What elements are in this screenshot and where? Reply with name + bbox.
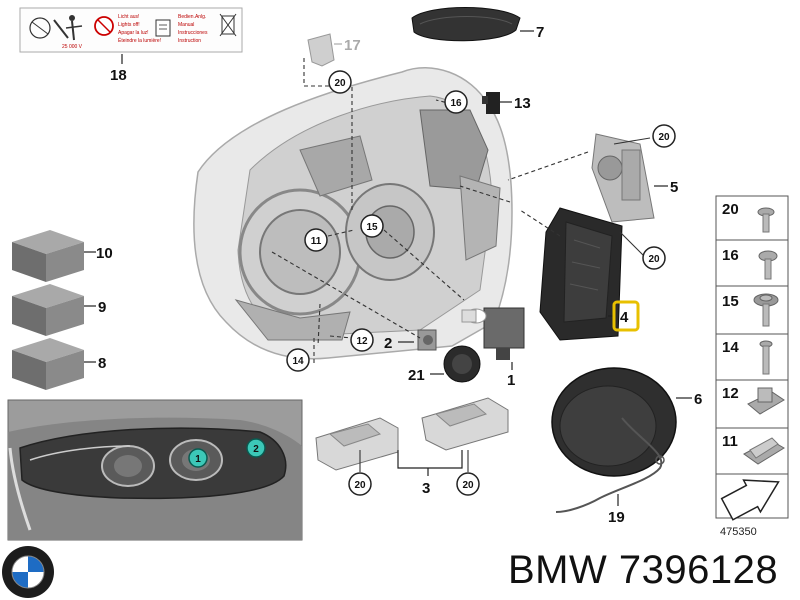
brand-part-title: BMW 7396128 bbox=[508, 548, 779, 592]
callout-20-driver-left-text: 20 bbox=[354, 480, 366, 491]
part-3-led-driver-left bbox=[315, 417, 399, 471]
catalog-number: 475350 bbox=[720, 526, 757, 538]
warning-text-1: Licht aus! bbox=[118, 14, 139, 20]
label-13: 13 bbox=[514, 95, 531, 112]
warning-text-7: Instrucciones bbox=[178, 30, 208, 36]
label-8: 8 bbox=[98, 355, 106, 372]
hardware-15: 15 bbox=[722, 293, 739, 310]
part-21-cap bbox=[443, 345, 481, 383]
bmw-logo bbox=[2, 546, 54, 598]
label-2: 2 bbox=[384, 335, 392, 352]
label-7: 7 bbox=[536, 24, 544, 41]
screw-14-icon bbox=[759, 340, 773, 375]
callout-20-top-text: 20 bbox=[334, 78, 346, 89]
part-13-connector bbox=[482, 92, 500, 114]
label-17: 17 bbox=[344, 37, 361, 54]
warning-text-8: Instruction bbox=[178, 38, 201, 44]
part-4-led-module bbox=[539, 207, 623, 341]
label-3: 3 bbox=[422, 480, 430, 497]
callout-20-control-unit-text: 20 bbox=[658, 132, 670, 143]
hardware-20: 20 bbox=[722, 201, 739, 218]
screw-16-icon bbox=[758, 250, 778, 280]
part-17-bracket bbox=[307, 33, 335, 67]
part-3-led-driver-right bbox=[421, 397, 509, 451]
warning-text-4: Éteindre la lumière! bbox=[118, 37, 161, 44]
label-5: 5 bbox=[670, 179, 678, 196]
cube-part-10 bbox=[12, 230, 84, 282]
inset-marker-1-text: 1 bbox=[195, 454, 201, 465]
label-6: 6 bbox=[694, 391, 702, 408]
warning-text-5: Bedien.Anlg. bbox=[178, 14, 206, 20]
inset-marker-2: 2 bbox=[246, 438, 266, 458]
hardware-14: 14 bbox=[722, 339, 739, 356]
callout-15-text: 15 bbox=[366, 222, 378, 233]
leader-lines bbox=[271, 58, 589, 364]
arrow-shape-icon bbox=[720, 479, 780, 521]
callout-11-text: 11 bbox=[311, 236, 322, 247]
label-9: 9 bbox=[98, 299, 106, 316]
part-1-bulb-module bbox=[461, 307, 525, 360]
cube-part-8 bbox=[12, 338, 84, 390]
hardware-11: 11 bbox=[722, 433, 738, 450]
callout-20-led-module-text: 20 bbox=[648, 254, 660, 265]
callout-20-driver-left: 20 bbox=[348, 472, 372, 496]
label-21: 21 bbox=[408, 367, 425, 384]
hardware-panel: 20 16 15 14 12 11 bbox=[715, 195, 789, 521]
hazard-figure-icon bbox=[29, 15, 83, 41]
screw-15-icon bbox=[753, 293, 779, 327]
callout-20-driver-right: 20 bbox=[456, 472, 480, 496]
callout-14: 14 bbox=[286, 348, 310, 372]
nut-clip-12-icon bbox=[747, 387, 785, 415]
inset-photo bbox=[7, 399, 303, 541]
hardware-12: 12 bbox=[722, 385, 739, 402]
inset-marker-1: 1 bbox=[188, 448, 208, 468]
part-4-highlight-box bbox=[612, 300, 640, 332]
callout-14-text: 14 bbox=[292, 356, 304, 367]
label-1: 1 bbox=[507, 372, 515, 389]
callout-15: 15 bbox=[360, 214, 384, 238]
callout-16: 16 bbox=[444, 90, 468, 114]
part-19-wire bbox=[555, 417, 663, 513]
manual-book-icon bbox=[155, 19, 171, 37]
part-6-rear-cover bbox=[551, 367, 677, 477]
callout-12: 12 bbox=[350, 328, 374, 352]
part-2-socket bbox=[417, 329, 437, 351]
warning-text-6: Manual bbox=[178, 22, 194, 28]
part-7-cover-cap bbox=[411, 7, 521, 42]
callout-20-driver-right-text: 20 bbox=[462, 480, 474, 491]
hardware-16: 16 bbox=[722, 247, 739, 264]
label-4: 4 bbox=[620, 309, 629, 326]
warning-label: 25 000 V Licht aus! Lights off! Apagar l… bbox=[19, 7, 243, 53]
callout-20-control-unit: 20 bbox=[652, 124, 676, 148]
screw-20-icon bbox=[757, 207, 775, 233]
clip-11-icon bbox=[743, 437, 785, 465]
warning-text-2: Lights off! bbox=[118, 22, 140, 28]
cube-part-9 bbox=[12, 284, 84, 336]
callout-16-text: 16 bbox=[450, 98, 462, 109]
warning-text-3: Apagar la luz! bbox=[118, 30, 149, 36]
warning-voltage: 25 000 V bbox=[62, 44, 83, 50]
lamp-off-icon bbox=[94, 16, 114, 36]
label-10: 10 bbox=[96, 245, 113, 262]
headlamp-housing bbox=[193, 67, 513, 360]
label-18: 18 bbox=[110, 67, 127, 84]
callout-20-led-module: 20 bbox=[642, 246, 666, 270]
recycle-bin-icon bbox=[219, 13, 237, 37]
callout-11: 11 bbox=[304, 228, 328, 252]
label-19: 19 bbox=[608, 509, 625, 526]
callout-12-text: 12 bbox=[356, 336, 368, 347]
inset-marker-2-text: 2 bbox=[253, 444, 259, 455]
callout-20-top: 20 bbox=[328, 70, 352, 94]
part-5-control-unit bbox=[591, 133, 655, 223]
